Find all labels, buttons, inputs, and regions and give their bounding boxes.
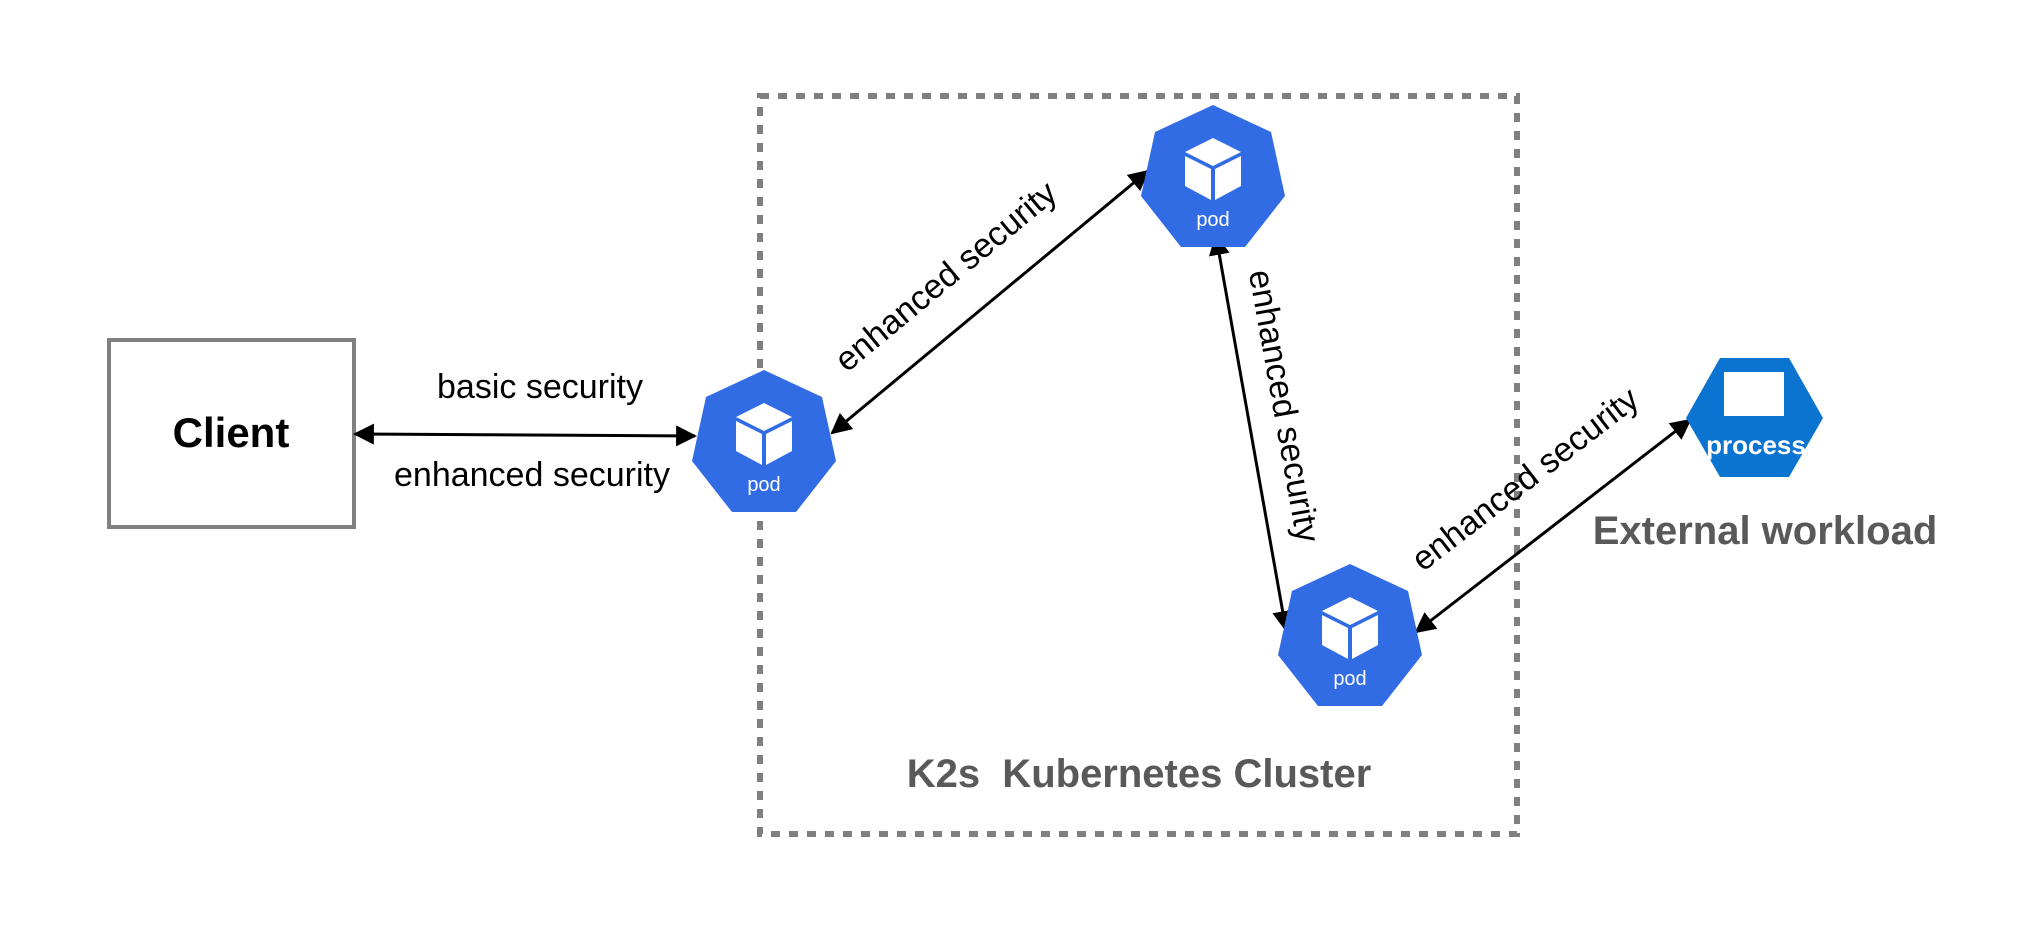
- external-workload-label: External workload: [1593, 509, 1938, 553]
- edge-label-pod1-pod2: enhanced security: [828, 174, 1065, 380]
- pod-node-1: pod: [692, 370, 836, 512]
- edge-pod3-process: [1414, 418, 1692, 634]
- process-window-icon: [1724, 372, 1784, 416]
- pod-label: pod: [1196, 209, 1229, 231]
- cluster-label: K2s Kubernetes Cluster: [907, 752, 1372, 796]
- pod-node-2: pod: [1141, 105, 1285, 247]
- edge-client-pod1: [352, 423, 698, 447]
- pod-label: pod: [1333, 668, 1366, 690]
- process-node: process: [1686, 358, 1823, 477]
- pod-label: pod: [747, 474, 780, 496]
- edge-label-pod2-pod3: enhanced security: [1241, 267, 1327, 545]
- edge-pod2-pod3: [1208, 233, 1294, 633]
- pod-node-3: pod: [1278, 564, 1422, 706]
- process-label: process: [1706, 430, 1806, 460]
- edge-pod1-pod2: [830, 169, 1150, 435]
- client-label: Client: [173, 409, 290, 456]
- edge-label-basic-security: basic security: [437, 368, 643, 406]
- cube-icon: [1322, 597, 1378, 659]
- client-box: [107, 338, 356, 529]
- cluster-boundary: [757, 93, 1520, 837]
- cube-icon: [736, 403, 792, 465]
- cube-icon: [1185, 138, 1241, 200]
- edge-label-client-enhanced-security: enhanced security: [394, 456, 670, 494]
